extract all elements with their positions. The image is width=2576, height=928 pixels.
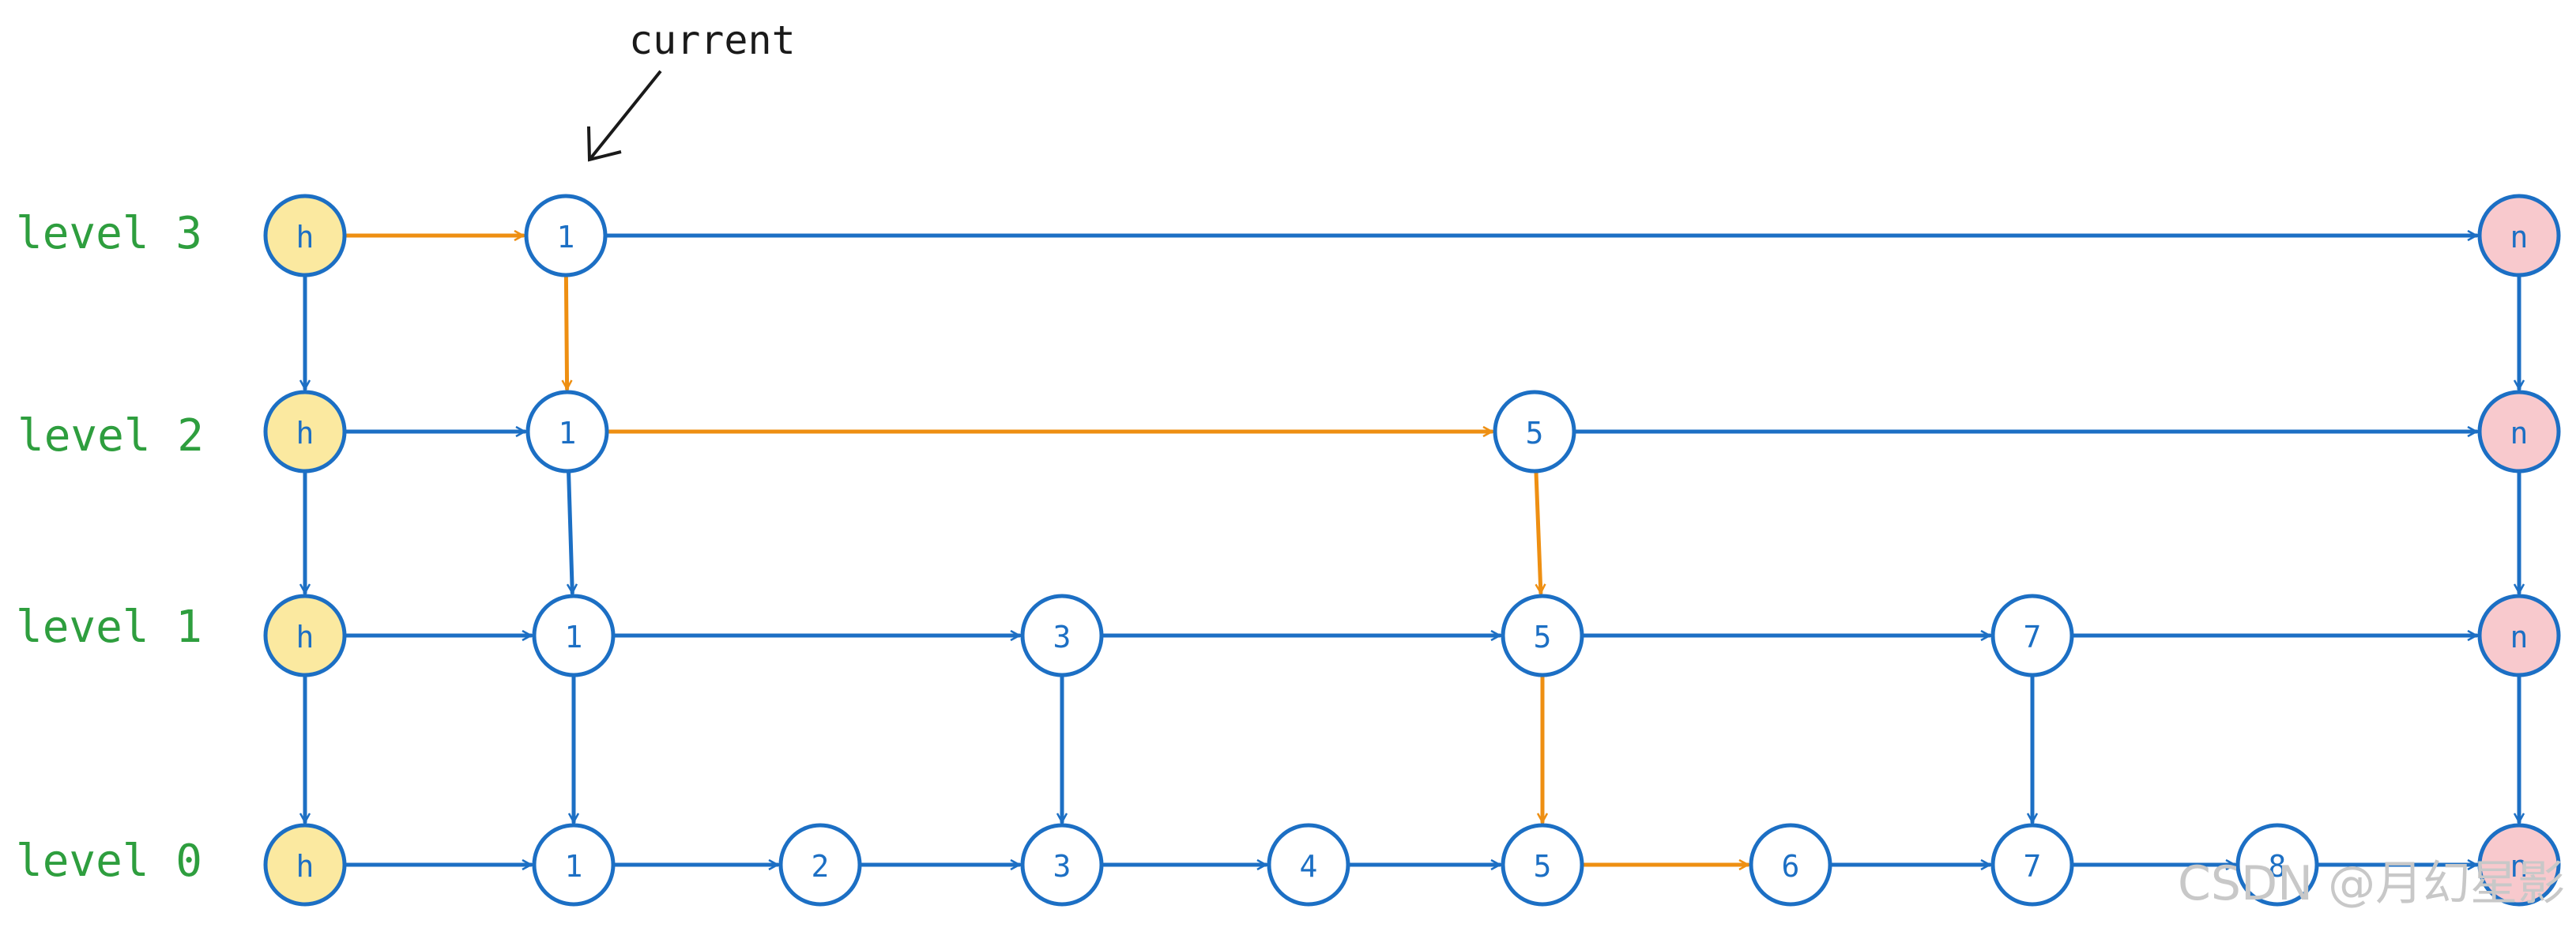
node-n2: n — [2477, 390, 2561, 473]
node-circle-a1 — [532, 594, 616, 677]
node-h0: h — [263, 823, 347, 907]
node-label-a1: 1 — [565, 620, 583, 655]
node-label-a0: 1 — [565, 849, 583, 884]
node-label-n0: n — [2510, 849, 2529, 884]
node-h2: h — [263, 390, 347, 473]
node-label-a2: 1 — [559, 416, 577, 451]
node-h1: h — [263, 594, 347, 677]
node-circle-a3 — [524, 194, 608, 277]
node-a3: 1 — [524, 194, 608, 277]
node-circle-i0 — [2235, 823, 2319, 907]
node-label-n3: n — [2510, 220, 2529, 255]
node-n1: n — [2477, 594, 2561, 677]
node-label-c0: 3 — [1053, 849, 1071, 884]
level-labels: level 3 level 2 level 1 level 0 — [16, 208, 204, 887]
level-label-1: level 1 — [16, 602, 202, 653]
node-label-d0: 4 — [1300, 849, 1318, 884]
node-circle-h0 — [263, 823, 347, 907]
node-c0: 3 — [1020, 823, 1104, 907]
node-e0: 5 — [1501, 823, 1584, 907]
node-label-h0: h — [296, 849, 314, 884]
node-circle-g1 — [1990, 594, 2074, 677]
nodes: h 1 n h 1 5 n h 1 3 5 7 n h 1 2 3 4 5 6 7 8 n — [263, 194, 2561, 907]
node-g1: 7 — [1990, 594, 2074, 677]
node-circle-n3 — [2477, 194, 2561, 277]
node-circle-n1 — [2477, 594, 2561, 677]
edges — [305, 236, 2519, 865]
edge-e2-to-e1 — [1534, 470, 1541, 595]
node-label-f0: 6 — [1782, 849, 1800, 884]
node-label-e2: 5 — [1526, 416, 1544, 451]
node-label-a3: 1 — [557, 220, 575, 255]
node-n3: n — [2477, 194, 2561, 277]
node-circle-a0 — [532, 823, 616, 907]
node-circle-e2 — [1493, 390, 1576, 473]
node-label-n2: n — [2510, 416, 2529, 451]
level-label-0: level 0 — [16, 836, 202, 887]
node-label-e1: 5 — [1534, 620, 1552, 655]
node-circle-b0 — [778, 823, 862, 907]
node-circle-h1 — [263, 594, 347, 677]
node-circle-e1 — [1501, 594, 1584, 677]
node-circle-e0 — [1501, 823, 1584, 907]
node-h3: h — [263, 194, 347, 277]
node-circle-a2 — [525, 390, 609, 473]
node-circle-c0 — [1020, 823, 1104, 907]
node-i0: 8 — [2235, 823, 2319, 907]
node-e1: 5 — [1501, 594, 1584, 677]
node-label-g0: 7 — [2024, 849, 2042, 884]
node-circle-n2 — [2477, 390, 2561, 473]
node-circle-g0 — [1990, 823, 2074, 907]
node-label-h2: h — [296, 416, 314, 451]
level-label-2: level 2 — [17, 410, 204, 462]
current-pointer-arrowhead — [587, 126, 622, 162]
node-circle-h2 — [263, 390, 347, 473]
node-label-n1: n — [2510, 620, 2529, 655]
current-annotation: current — [587, 17, 796, 162]
edge-a3-to-a2 — [566, 274, 567, 391]
node-e2: 5 — [1493, 390, 1576, 473]
node-label-h3: h — [296, 220, 314, 255]
current-pointer-arrow — [588, 70, 662, 161]
node-circle-h3 — [263, 194, 347, 277]
node-b0: 2 — [778, 823, 862, 907]
node-label-i0: 8 — [2269, 849, 2287, 884]
node-n0: n — [2477, 823, 2561, 907]
level-label-3: level 3 — [16, 208, 202, 259]
watermark-text: CSDN @月幻星影 — [2178, 856, 2565, 911]
edge-a2-to-a1 — [569, 470, 573, 595]
current-label: current — [629, 17, 796, 63]
node-d0: 4 — [1267, 823, 1350, 907]
node-g0: 7 — [1990, 823, 2074, 907]
node-label-b0: 2 — [812, 849, 830, 884]
node-a1: 1 — [532, 594, 616, 677]
node-c1: 3 — [1020, 594, 1104, 677]
node-f0: 6 — [1749, 823, 1832, 907]
node-circle-d0 — [1267, 823, 1350, 907]
node-label-h1: h — [296, 620, 314, 655]
node-circle-f0 — [1749, 823, 1832, 907]
node-circle-c1 — [1020, 594, 1104, 677]
node-label-g1: 7 — [2024, 620, 2042, 655]
node-label-c1: 3 — [1053, 620, 1071, 655]
node-circle-n0 — [2477, 823, 2561, 907]
node-a0: 1 — [532, 823, 616, 907]
node-label-e0: 5 — [1534, 849, 1552, 884]
node-a2: 1 — [525, 390, 609, 473]
